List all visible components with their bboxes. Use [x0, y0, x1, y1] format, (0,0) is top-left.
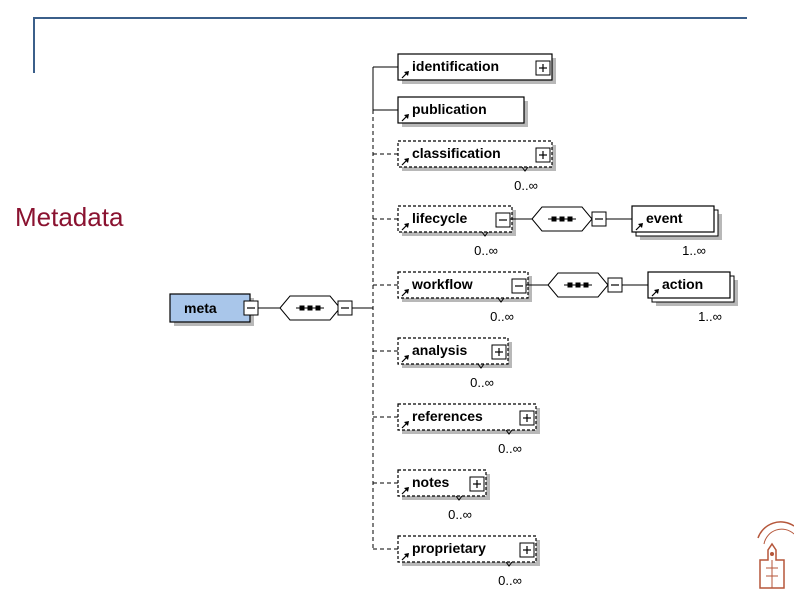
element-workflow-child-action [647, 271, 738, 306]
element-references-expand-icon [519, 410, 535, 426]
element-proprietary-notch [505, 561, 513, 567]
element-lifecycle-child-label: event [646, 210, 683, 226]
element-classification-expand-icon [535, 147, 551, 163]
element-lifecycle-child-ref-icon [635, 223, 643, 231]
element-proprietary-expand-icon [519, 542, 535, 558]
meta-label: meta [184, 300, 217, 316]
element-references-cardinality: 0..∞ [498, 441, 522, 456]
element-classification [397, 140, 556, 171]
element-analysis-expand-icon [491, 344, 507, 360]
sequence-compositor-icon [279, 295, 341, 321]
element-notes-expand-icon [469, 476, 485, 492]
slide-title: Metadata [15, 202, 124, 232]
university-seal-icon [757, 521, 794, 589]
element-workflow-child-cardinality: 1..∞ [698, 309, 722, 324]
element-identification-ref-icon [401, 71, 409, 79]
element-references-notch [505, 429, 513, 435]
element-identification [397, 53, 556, 84]
element-lifecycle-collapse-icon [495, 212, 511, 228]
frame-left-rule [33, 17, 35, 73]
frame-top-rule [33, 17, 747, 19]
element-notes-ref-icon [401, 487, 409, 495]
element-proprietary-cardinality: 0..∞ [498, 573, 522, 588]
element-workflow-sequence-icon [547, 272, 609, 298]
element-classification-label: classification [412, 145, 501, 161]
element-workflow [397, 271, 532, 302]
element-identification-label: identification [412, 58, 499, 74]
element-lifecycle-sequence-collapse-icon [591, 211, 607, 227]
element-notes-notch [455, 495, 463, 501]
element-lifecycle-notch [481, 231, 489, 237]
element-references-label: references [412, 408, 483, 424]
element-classification-notch [521, 166, 529, 172]
element-workflow-child-label: action [662, 276, 703, 292]
element-classification-ref-icon [401, 158, 409, 166]
element-references [397, 403, 540, 434]
sequence-collapse-icon [337, 300, 353, 316]
element-lifecycle-child-cardinality: 1..∞ [682, 243, 706, 258]
element-publication [397, 96, 528, 127]
element-workflow-child-ref-icon [651, 289, 659, 297]
element-lifecycle-cardinality: 0..∞ [474, 243, 498, 258]
element-classification-cardinality: 0..∞ [514, 178, 538, 193]
element-publication-label: publication [412, 101, 487, 117]
element-workflow-ref-icon [401, 289, 409, 297]
element-workflow-collapse-icon [511, 278, 527, 294]
meta-collapse-icon [243, 300, 259, 316]
element-workflow-notch [497, 297, 505, 303]
element-proprietary-ref-icon [401, 553, 409, 561]
element-lifecycle-ref-icon [401, 223, 409, 231]
element-analysis-notch [477, 363, 485, 369]
element-proprietary [397, 535, 540, 566]
element-workflow-sequence-collapse-icon [607, 277, 623, 293]
element-lifecycle-child-event [631, 205, 722, 240]
element-lifecycle-label: lifecycle [412, 210, 467, 226]
element-identification-expand-icon [535, 60, 551, 76]
element-analysis-cardinality: 0..∞ [470, 375, 494, 390]
element-workflow-cardinality: 0..∞ [490, 309, 514, 324]
element-lifecycle-sequence-icon [531, 206, 593, 232]
element-analysis-ref-icon [401, 355, 409, 363]
element-workflow-label: workflow [411, 276, 473, 292]
element-proprietary-label: proprietary [412, 540, 486, 556]
element-analysis [397, 337, 512, 368]
element-analysis-label: analysis [412, 342, 467, 358]
element-notes-label: notes [412, 474, 450, 490]
element-references-ref-icon [401, 421, 409, 429]
element-publication-ref-icon [401, 114, 409, 122]
element-notes-cardinality: 0..∞ [448, 507, 472, 522]
